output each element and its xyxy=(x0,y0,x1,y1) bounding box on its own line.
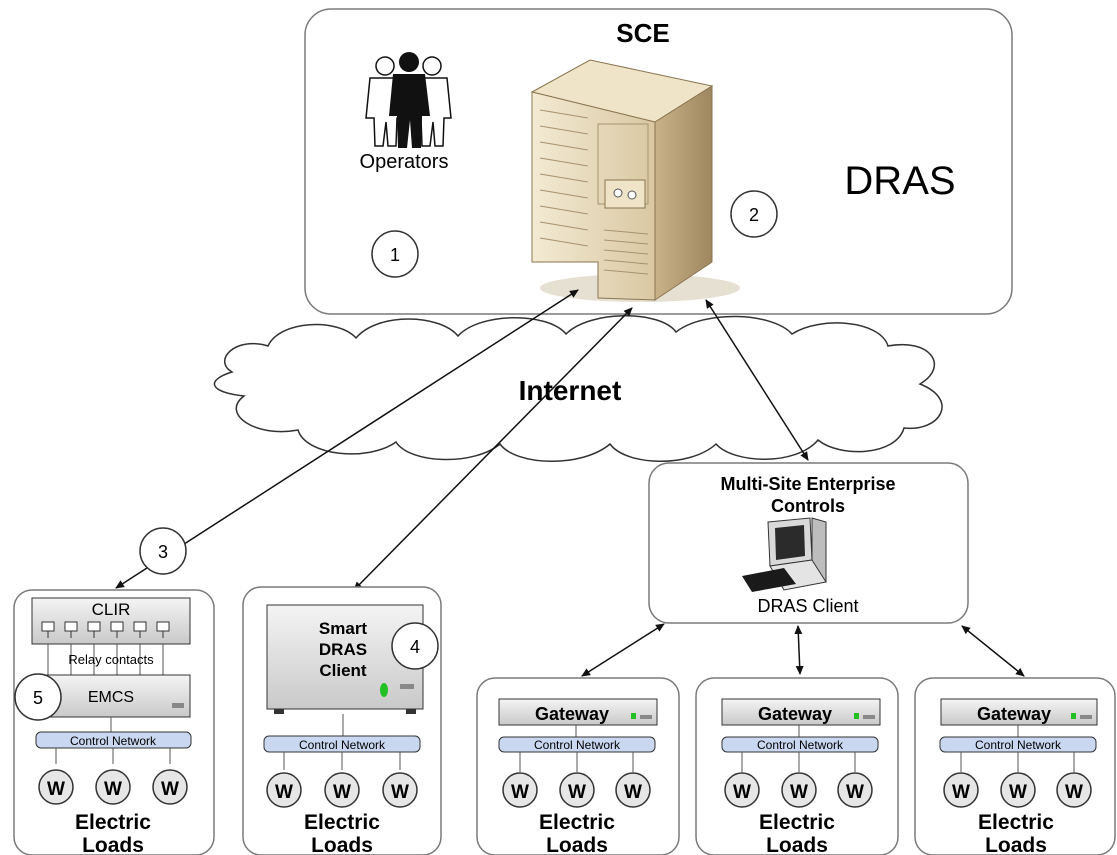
load-icon xyxy=(559,772,595,808)
link-enterprise-gateway-1 xyxy=(581,623,665,677)
callout-4 xyxy=(391,622,439,670)
load-icon xyxy=(382,772,418,808)
status-led-icon xyxy=(380,683,388,697)
callout-5 xyxy=(14,673,62,721)
relay-contacts-label: Relay contacts xyxy=(68,652,154,667)
link-dras-enterprise xyxy=(705,299,809,461)
clir-label: CLIR xyxy=(92,600,131,619)
load-label: W xyxy=(846,782,864,803)
callout-1-label: 1 xyxy=(390,245,400,265)
site-smart-network-label: Control Network xyxy=(299,738,386,752)
site-smart-loads-line2: Loads xyxy=(311,834,373,855)
sce-title: SCE xyxy=(616,18,669,48)
callout-1 xyxy=(371,230,419,278)
load-icon xyxy=(837,772,873,808)
callout-3 xyxy=(139,527,187,575)
site-smart-loads: W W W xyxy=(266,772,418,808)
site-clir-loads-line2: Loads xyxy=(82,834,144,855)
gateway-3-loads: W W W xyxy=(943,772,1092,808)
load-icon xyxy=(1000,772,1036,808)
dras-server-icon xyxy=(530,59,740,302)
callout-5-label: 5 xyxy=(33,688,43,708)
load-icon xyxy=(781,772,817,808)
smart-client-line3: Client xyxy=(319,661,367,680)
gateway-2-network-bar xyxy=(721,736,879,753)
internet-label: Internet xyxy=(519,375,622,406)
gateway-2-loads: W W W xyxy=(724,772,873,808)
load-label: W xyxy=(161,779,179,800)
load-icon xyxy=(38,769,74,805)
dras-label: DRAS xyxy=(844,159,955,203)
load-icon xyxy=(943,772,979,808)
smart-client-line1: Smart xyxy=(319,619,368,638)
emcs-label: EMCS xyxy=(88,689,134,706)
gateway-3-loads-line2: Loads xyxy=(985,834,1047,855)
link-enterprise-gateway-3 xyxy=(961,625,1025,677)
gateway-1-network-label: Control Network xyxy=(534,738,621,752)
smart-client-line2: DRAS xyxy=(319,640,367,659)
computer-icon xyxy=(742,517,827,592)
site-clir-loads: W W W xyxy=(38,769,188,805)
load-icon xyxy=(724,772,760,808)
load-icon xyxy=(266,772,302,808)
enterprise-client-label: DRAS Client xyxy=(757,596,858,616)
callout-3-label: 3 xyxy=(158,542,168,562)
gateway-2-network-label: Control Network xyxy=(757,738,844,752)
site-smart-loads-line1: Electric xyxy=(304,811,380,834)
enterprise-title-line2: Controls xyxy=(771,496,845,516)
link-enterprise-gateway-2 xyxy=(794,625,804,675)
gateway-device-2 xyxy=(721,698,881,726)
load-label: W xyxy=(790,782,808,803)
gateway-device-3 xyxy=(940,698,1098,726)
load-label: W xyxy=(568,782,586,803)
enterprise-title-line1: Multi-Site Enterprise xyxy=(720,474,895,494)
load-label: W xyxy=(275,782,293,803)
operators-label: Operators xyxy=(360,151,449,173)
callout-4-label: 4 xyxy=(410,637,420,657)
gateway-label-1: Gateway xyxy=(535,704,609,724)
gateway-device-1 xyxy=(498,698,658,726)
gateway-2-loads-line1: Electric xyxy=(759,811,835,834)
load-label: W xyxy=(511,782,529,803)
gateway-1-loads-line1: Electric xyxy=(539,811,615,834)
clir-device xyxy=(31,597,191,645)
gateway-3-network-label: Control Network xyxy=(975,738,1062,752)
gateway-2-loads-line2: Loads xyxy=(766,834,828,855)
relay-terminals-icon xyxy=(41,621,170,638)
load-label: W xyxy=(391,782,409,803)
gateway-label-3: Gateway xyxy=(977,704,1051,724)
load-icon xyxy=(502,772,538,808)
load-label: W xyxy=(952,782,970,803)
callout-2-label: 2 xyxy=(749,205,759,225)
site-clir-network-label: Control Network xyxy=(70,734,157,748)
gateway-3-loads-line1: Electric xyxy=(978,811,1054,834)
load-icon xyxy=(324,772,360,808)
load-label: W xyxy=(47,779,65,800)
load-label: W xyxy=(104,779,122,800)
gateway-1-loads-line2: Loads xyxy=(546,834,608,855)
site-clir-loads-line1: Electric xyxy=(75,811,151,834)
link-dras-smart-client xyxy=(353,307,633,591)
load-icon xyxy=(95,769,131,805)
operators-icon xyxy=(365,52,452,148)
gateway-1-loads: W W W xyxy=(502,772,651,808)
load-label: W xyxy=(333,782,351,803)
load-label: W xyxy=(1065,782,1083,803)
load-label: W xyxy=(733,782,751,803)
load-icon xyxy=(152,769,188,805)
gateway-label-2: Gateway xyxy=(758,704,832,724)
load-icon xyxy=(1056,772,1092,808)
load-label: W xyxy=(624,782,642,803)
callout-2 xyxy=(730,190,778,238)
load-label: W xyxy=(1009,782,1027,803)
load-icon xyxy=(615,772,651,808)
